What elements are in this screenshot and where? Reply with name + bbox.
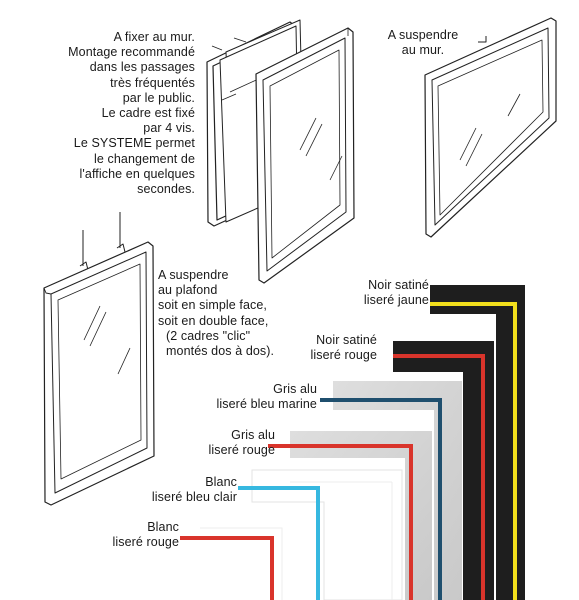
ceiling-hanging-frame-drawing [43,212,155,506]
finish-edge: liseré rouge [208,443,275,458]
ceiling-description: A suspendre au plafond soit en simple fa… [158,268,274,359]
finish-swatches [180,285,525,600]
finish-name: Gris alu [273,382,317,396]
swatch-grey-red [268,431,432,600]
finish-label-black-yellow: Noir satiné liseré jaune [364,278,429,308]
wall-fix-description: A fixer au mur. Montage recommandé dans … [68,30,195,197]
finish-name: Blanc [205,475,237,489]
finish-name: Gris alu [231,428,275,442]
ceiling-line: (2 cadres "clic" [166,328,251,343]
finish-label-black-red: Noir satiné liseré rouge [310,333,377,363]
wall-hanging-frame-drawing [424,17,557,238]
ceiling-line: montés dos à dos). [166,344,275,359]
wall-fix-line: secondes. [137,182,195,197]
finish-label-grey-navy: Gris alu liseré bleu marine [217,382,317,412]
finish-label-white-lightblue: Blanc liseré bleu clair [152,475,237,505]
finish-label-white-red: Blanc liseré rouge [112,520,179,550]
ceiling-line: soit en simple face, [158,298,267,313]
finish-name: Noir satiné [368,278,429,292]
ceiling-line: A suspendre [158,268,229,282]
wall-hang-description: A suspendre au mur. [386,28,460,58]
finish-edge: liseré bleu clair [151,490,237,505]
wall-hang-line: au mur. [401,43,445,58]
wall-fix-line: l'affiche en quelques [79,166,195,181]
finish-name: Blanc [147,520,179,534]
ceiling-line: au plafond [158,283,218,298]
finish-edge: liseré bleu marine [216,397,317,412]
swatch-white-red [180,527,283,600]
exploded-wall-frame-drawing [206,19,355,284]
swatch-white-lightblue [238,469,403,600]
wall-fix-line: par le public. [122,90,195,105]
wall-fix-line: par 4 vis. [143,121,195,136]
wall-fix-line: Montage recommandé [68,45,195,60]
wall-fix-line: très fréquentés [110,75,195,90]
wall-hang-line: A suspendre [387,28,459,42]
wall-fix-line: dans les passages [89,60,195,75]
finish-edge: liseré rouge [310,348,377,363]
finish-edge: liseré jaune [363,293,429,308]
finish-edge: liseré rouge [112,535,179,550]
finish-name: Noir satiné [316,333,377,347]
wall-fix-line: Le SYSTEME permet [73,136,195,151]
ceiling-line: soit en double face, [158,313,269,328]
wall-fix-line: le changement de [94,151,195,166]
finish-label-grey-red: Gris alu liseré rouge [208,428,275,458]
wall-fix-line: Le cadre est fixé [101,106,195,121]
wall-fix-line: A fixer au mur. [113,30,195,44]
